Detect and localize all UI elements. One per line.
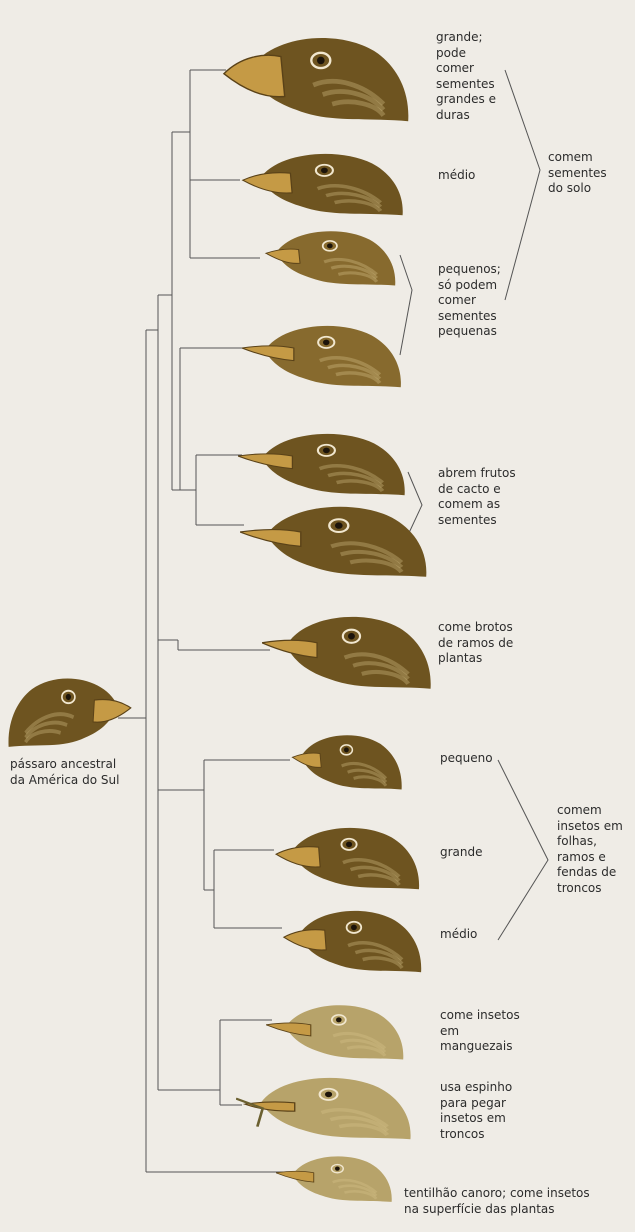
species-label: abrem frutos de cacto e comem as semente… [438, 466, 516, 528]
finch-head [278, 905, 424, 975]
species-label: come insetos em manguezais [440, 1008, 520, 1055]
finch-head [238, 428, 408, 498]
species-label: come brotos de ramos de plantas [438, 620, 513, 667]
finch-head [266, 1000, 406, 1062]
finch-head [262, 610, 434, 692]
finch-head [276, 1152, 394, 1204]
species-label: pequenos; só podem comer sementes pequen… [438, 262, 501, 340]
finch-head [256, 226, 398, 288]
group-bracket [505, 70, 540, 300]
finch-head [240, 500, 430, 580]
species-label: grande; pode comer sementes grandes e du… [436, 30, 496, 123]
ancestor-bird [6, 672, 136, 750]
ancestor-label: pássaro ancestral da América do Sul [10, 757, 119, 788]
finch-head [242, 320, 404, 390]
species-label: tentilhão canoro; come insetos na superf… [404, 1186, 590, 1217]
species-label: pequeno [440, 751, 493, 767]
finch-head [222, 30, 412, 125]
species-label: médio [440, 927, 477, 943]
finch-head [236, 1072, 414, 1142]
group-label-insects: comem insetos em folhas, ramos e fendas … [557, 803, 623, 896]
finch-head [236, 148, 406, 218]
group-label-ground-seeds: comem sementes do solo [548, 150, 607, 197]
finch-head [270, 822, 422, 892]
species-label: médio [438, 168, 475, 184]
group-bracket [498, 760, 548, 940]
species-label: usa espinho para pegar insetos em tronco… [440, 1080, 512, 1142]
species-label: grande [440, 845, 483, 861]
finch-head [284, 730, 404, 792]
